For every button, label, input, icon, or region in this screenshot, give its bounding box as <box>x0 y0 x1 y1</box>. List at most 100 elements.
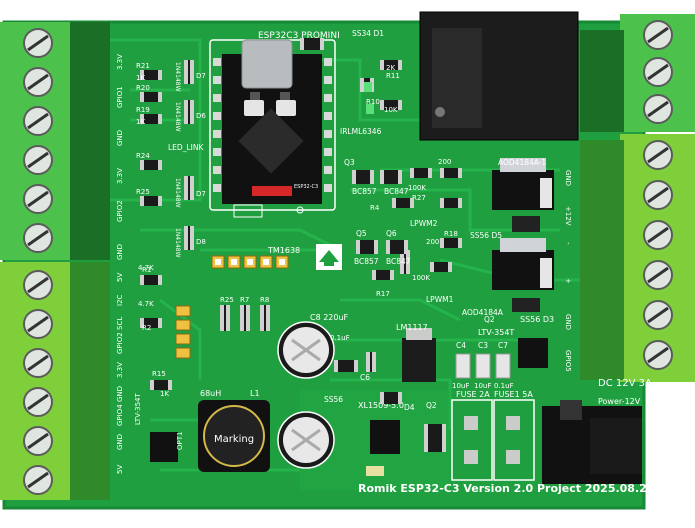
part-label: R19 <box>136 106 150 114</box>
header-pin <box>213 148 221 156</box>
esp32-module: ESP32C3 PROMINI ESP32-C3 <box>209 31 340 218</box>
smd-part: R24 <box>136 152 162 170</box>
fuse-2a-pad <box>464 416 478 430</box>
header-pin <box>175 305 191 317</box>
part-label: Q3 <box>0 0 10 2</box>
part-label: R25 <box>136 188 150 196</box>
right-pin-label: GPIO5 <box>564 350 572 372</box>
d4-label: D4 <box>404 403 415 412</box>
esp-chip-label: ESP32-C3 <box>294 184 318 190</box>
opt1-label: OPT1 <box>176 432 184 450</box>
screw-terminal <box>643 20 673 50</box>
ltv-bottom-label: LTV-354T <box>134 393 142 425</box>
header-pin <box>175 319 191 331</box>
q5-label: Q5 <box>356 229 367 238</box>
screw-terminal <box>643 340 673 370</box>
part-label: D7 <box>196 190 206 198</box>
part-label: D6 <box>196 112 206 120</box>
fuse-2a <box>451 399 493 481</box>
fuse-2a-pad <box>464 450 478 464</box>
part-label: R4 <box>370 204 380 212</box>
smd-part: 100K <box>408 184 462 208</box>
q3-label: Q3 <box>344 158 355 167</box>
screw-terminal <box>23 348 53 378</box>
value-label: 1K <box>136 118 145 126</box>
header-pin <box>324 184 332 192</box>
q6-label: Q6 <box>386 229 397 238</box>
tm1638-label: TM1638 <box>267 246 300 255</box>
smd-part: R21 <box>136 62 162 80</box>
smd-part: R8 <box>260 296 270 331</box>
part-label: 200 <box>426 238 439 246</box>
diode-rating: 1N4148W <box>174 178 181 208</box>
c3-value: 10uF <box>474 382 491 390</box>
c7-value: 0.1uF <box>494 382 514 390</box>
smd-part: R17 <box>372 270 394 298</box>
header-pin <box>324 130 332 138</box>
header-pin <box>324 166 332 174</box>
screw-terminal <box>643 260 673 290</box>
part-label: R17 <box>376 290 390 298</box>
pin-hole <box>247 259 253 265</box>
left-pin-labels: 3.3VGPIO1GND3.3VGPIO2GND5VI2CSCLGPIO23.3… <box>116 54 124 474</box>
smd-part: D7 <box>184 176 206 200</box>
right-pin-label: - <box>564 242 572 245</box>
mosfet-diode-2 <box>512 298 540 312</box>
right-pin-label: +12V <box>564 206 572 226</box>
smd-part: R20 <box>136 84 162 102</box>
left-pin-label: GND <box>116 244 124 260</box>
part-label: R1 <box>142 266 151 274</box>
header-pin <box>324 112 332 120</box>
mosfet-diode-1 <box>512 216 540 232</box>
smd-components: R21R20R19R24R25R1R2R15R11R10R27R4R17R18R… <box>0 0 462 476</box>
led <box>366 104 374 114</box>
left-pin-label: GND <box>116 386 124 402</box>
caps-c4-c3-c7 <box>455 353 511 379</box>
c-small-label: 0.1uF <box>330 334 350 342</box>
left-pin-label: SCL <box>116 317 124 330</box>
left-pin-label: GPIO2 <box>116 332 124 354</box>
part-label: D8 <box>196 238 206 246</box>
rlml-label: IRLML6346 <box>340 127 382 136</box>
left-pin-label: 3.3V <box>116 54 124 70</box>
inductor-ref: L1 <box>250 389 260 398</box>
smd-part <box>300 38 324 50</box>
left-pin-label: I2C <box>116 294 124 306</box>
diode-rating: 1N4148W <box>174 102 181 132</box>
smd-part <box>424 424 446 452</box>
part-label: R15 <box>152 370 166 378</box>
bc847b-label: BC847 <box>386 257 411 266</box>
esp-header-pins <box>213 58 332 192</box>
fuse-5a-pad <box>506 416 520 430</box>
c3-label: C3 <box>478 341 488 350</box>
part-label: R20 <box>136 84 150 92</box>
c6-label: C6 <box>360 373 370 382</box>
screw-terminal <box>643 57 673 87</box>
left-pin-label: GND <box>116 130 124 146</box>
screw-terminal <box>643 300 673 330</box>
smd-part: 200 <box>426 238 452 272</box>
led <box>364 82 372 92</box>
left-pin-label: 3.3V <box>116 362 124 378</box>
value-label: 4.7K <box>138 264 154 272</box>
aod1-label: AOD4184A-1 <box>498 158 546 167</box>
dc-label: DC 12V 3A <box>598 378 652 389</box>
relay <box>419 11 579 141</box>
smd-part: 100K <box>400 250 430 282</box>
bc857-label: BC857 <box>352 187 377 196</box>
terminal-block-right-top <box>580 14 695 132</box>
pin-hole <box>279 259 285 265</box>
part-label: R21 <box>136 62 150 70</box>
led <box>366 466 384 476</box>
fuse-5a-label: FUSE1 5A <box>494 390 533 399</box>
lm1117-regulator <box>402 328 436 382</box>
smd-part: D6 <box>184 100 206 124</box>
header-pin <box>324 148 332 156</box>
part-label: R7 <box>240 296 249 304</box>
right-pin-label: + <box>564 278 572 284</box>
smd-part: R11 <box>380 60 402 80</box>
screw-terminal <box>23 28 53 58</box>
screw-terminal <box>23 465 53 495</box>
screw-terminal <box>643 140 673 170</box>
